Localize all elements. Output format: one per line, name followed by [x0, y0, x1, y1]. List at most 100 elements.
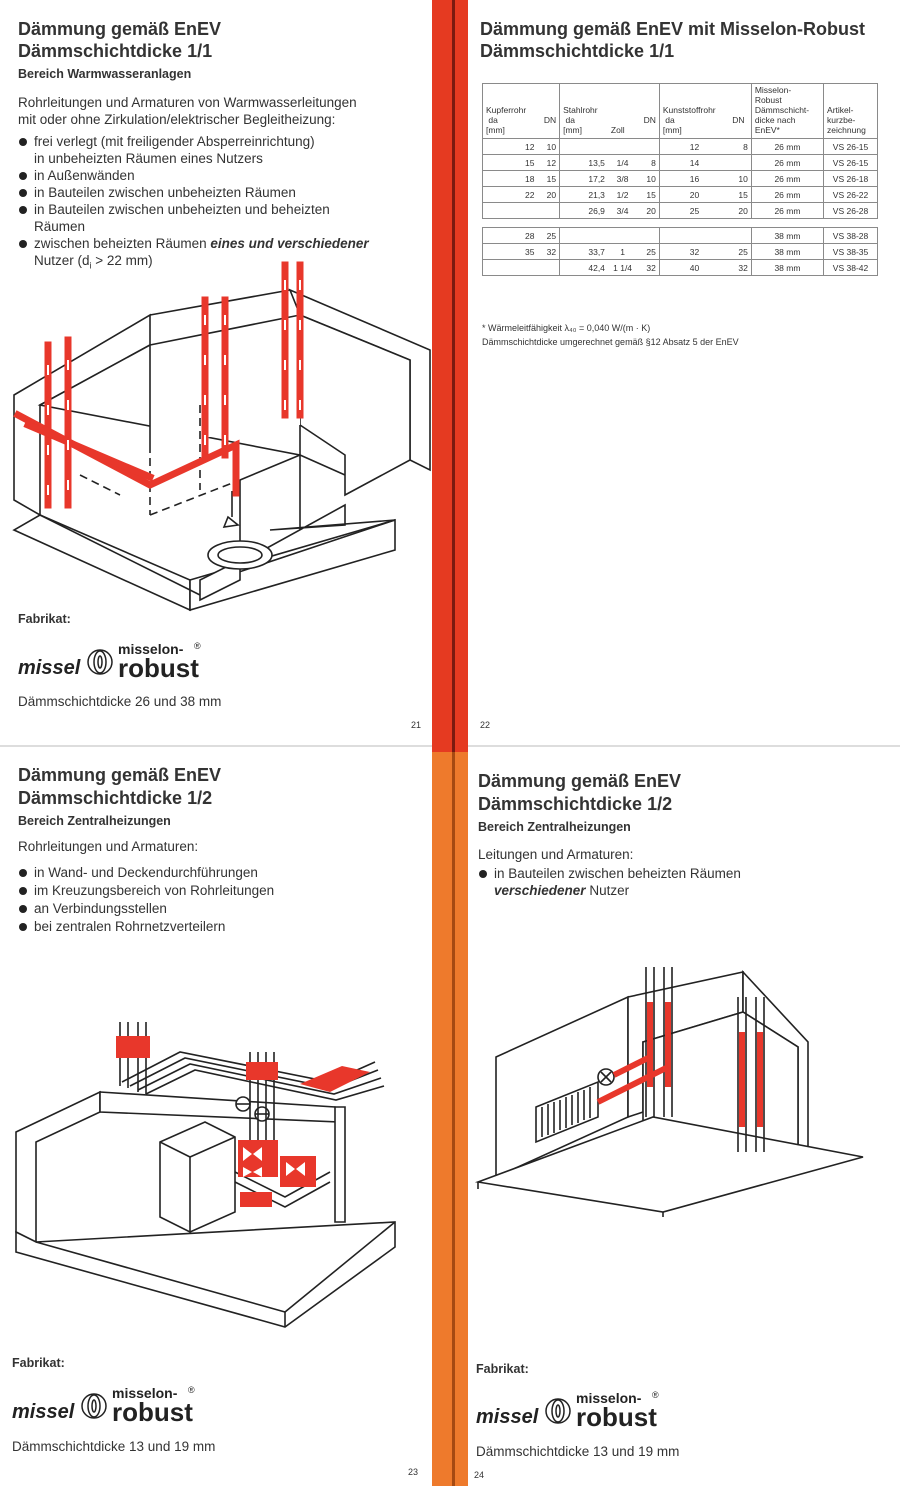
daemmschichtdicke-text: Dämmschichtdicke 26 und 38 mm — [18, 694, 222, 709]
table-cell — [607, 227, 638, 244]
table-cell: 1 — [607, 243, 638, 260]
table-cell: 26 mm — [750, 170, 825, 187]
table-cell: 20 — [729, 202, 752, 219]
table-cell: 32 — [537, 243, 561, 260]
svg-text:robust: robust — [112, 1397, 193, 1424]
table-cell — [658, 227, 730, 244]
svg-text:missel: missel — [12, 1401, 75, 1423]
list-item: in Bauteilen zwischen unbeheizten Räumen — [18, 184, 418, 201]
page-title: Dämmung gemäß EnEV — [18, 765, 222, 785]
table-cell: VS 26-18 — [823, 170, 878, 187]
table-cell: 15 — [637, 186, 660, 203]
table-cell: 20 — [537, 186, 561, 203]
page-24: Dämmung gemäß EnEV Dämmschichtdicke 1/2 … — [468, 752, 900, 1486]
list-item: in Wand- und Deckendurchführungen — [18, 864, 418, 882]
list-item: im Kreuzungsbereich von Rohrleitungen — [18, 882, 418, 900]
table-cell: 25 — [537, 227, 561, 244]
table-cell: 12 — [658, 138, 730, 155]
footnote-lambda: * Wärmeleitfähigkeit λ₄₀ = 0,040 W/(m · … — [482, 323, 651, 333]
table-cell: VS 38-42 — [823, 259, 878, 276]
fabrikat-label: Fabrikat: — [476, 1362, 529, 1376]
table-cell — [729, 227, 752, 244]
table-cell: 17,2 — [559, 170, 608, 187]
table-cell — [559, 138, 608, 155]
svg-text:missel: missel — [476, 1406, 539, 1428]
page-title-line2: Dämmschichtdicke 1/2 — [18, 788, 213, 808]
svg-text:®: ® — [652, 1390, 659, 1400]
table-cell: 10 — [537, 138, 561, 155]
bullet-list: in Wand- und Deckendurchführungen im Kre… — [18, 864, 418, 936]
list-item: an Verbindungsstellen — [18, 900, 418, 918]
page-divider-right — [468, 745, 900, 747]
table-cell: 26 mm — [750, 138, 825, 155]
table-cell: 21,3 — [559, 186, 608, 203]
table-cell — [482, 259, 538, 276]
table-cell: 10 — [729, 170, 752, 187]
table-cell: 28 — [482, 227, 538, 244]
page-title: Dämmung gemäß EnEV mit Misselon-Robust — [480, 19, 866, 39]
svg-text:misselon-: misselon- — [576, 1390, 642, 1406]
table-cell: 20 — [637, 202, 660, 219]
table-cell: 26,9 — [559, 202, 608, 219]
page-title-line2: Dämmschichtdicke 1/1 — [18, 41, 213, 61]
section-subtitle: Bereich Zentralheizungen — [478, 820, 631, 834]
table-cell: 16 — [658, 170, 730, 187]
svg-text:®: ® — [188, 1385, 195, 1395]
table-cell: 42,4 — [559, 259, 608, 276]
table-cell: 8 — [637, 154, 660, 171]
fabrikat-label: Fabrikat: — [12, 1356, 65, 1370]
table-cell: 15 — [537, 170, 561, 187]
page-number: 22 — [480, 720, 491, 730]
list-item: in Außenwänden — [18, 167, 418, 184]
svg-text:misselon-: misselon- — [112, 1385, 178, 1401]
misselon-robust-logo: missel misselon- ® robust — [476, 1390, 659, 1429]
svg-text:robust: robust — [576, 1402, 657, 1429]
misselon-robust-logo: missel misselon- ® robust — [18, 641, 201, 680]
table-cell: 1 1/4 — [607, 259, 638, 276]
bullet-list: frei verlegt (mit freiligender Absperrei… — [18, 133, 418, 275]
page-divider-left — [0, 745, 432, 747]
list-item: bei zentralen Rohrnetzverteilern — [18, 918, 418, 936]
page-number: 24 — [474, 1470, 485, 1480]
table-cell: 33,7 — [559, 243, 608, 260]
table-cell — [482, 202, 538, 219]
logo-product2: robust — [118, 653, 199, 680]
logo-product1: misselon- — [118, 641, 184, 657]
table-cell: 26 mm — [750, 202, 825, 219]
fabrikat-label: Fabrikat: — [18, 612, 71, 626]
table-cell: 25 — [729, 243, 752, 260]
table-cell: 40 — [658, 259, 730, 276]
table-cell: 25 — [637, 243, 660, 260]
dimension-table: Kupferrohr da[mm] DN Stahlrohr da[mm] Zo… — [482, 83, 878, 276]
page-21: Dämmung gemäß EnEV Dämmschichtdicke 1/1 … — [0, 0, 432, 742]
table-cell — [729, 154, 752, 171]
table-cell: 32 — [637, 259, 660, 276]
page-title: Dämmung gemäß EnEV — [478, 771, 682, 791]
table-cell: 38 mm — [750, 243, 825, 260]
table-cell: 32 — [658, 243, 730, 260]
misselon-robust-logo: missel misselon- ® robust — [12, 1385, 195, 1424]
table-cell: 10 — [637, 170, 660, 187]
table-cell: 18 — [482, 170, 538, 187]
table-cell: 12 — [537, 154, 561, 171]
table-cell: 3/8 — [607, 170, 638, 187]
daemmschichtdicke-text: Dämmschichtdicke 13 und 19 mm — [12, 1439, 216, 1454]
table-cell — [537, 259, 561, 276]
list-item: in Bauteilen zwischen unbeheizten und be… — [18, 201, 418, 235]
center-stripe-top — [432, 0, 468, 752]
table-cell: 14 — [658, 154, 730, 171]
table-spacer — [482, 218, 878, 228]
table-cell: 15 — [482, 154, 538, 171]
page-title-line2: Dämmschichtdicke 1/2 — [478, 794, 673, 814]
intro-line1: Rohrleitungen und Armaturen von Warmwass… — [18, 95, 357, 110]
table-cell: 38 mm — [750, 227, 825, 244]
section-subtitle: Bereich Zentralheizungen — [18, 814, 171, 828]
intro-line: Leitungen und Armaturen: — [478, 847, 634, 862]
